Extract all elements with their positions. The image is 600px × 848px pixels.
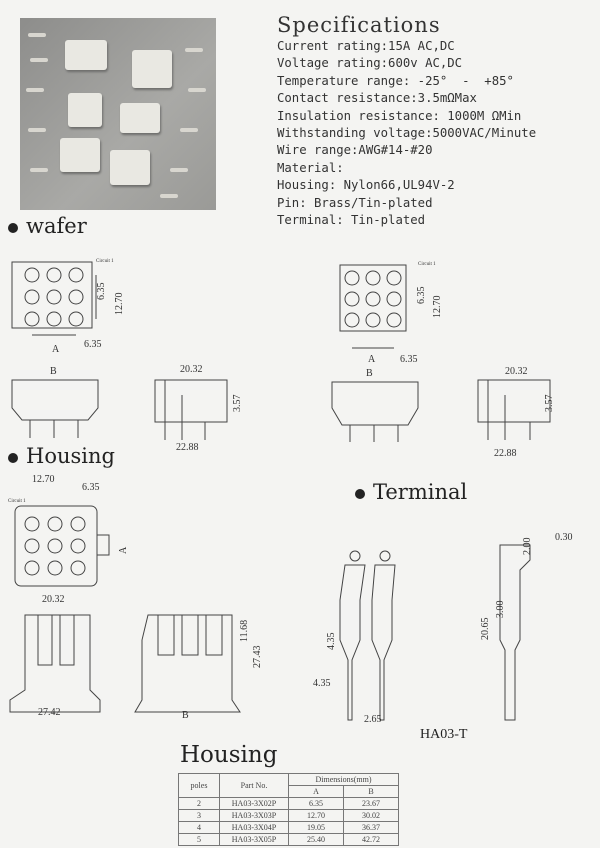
col-header: Part No. — [219, 773, 289, 798]
cell: 23.67 — [343, 797, 399, 810]
cell: 2 — [178, 797, 220, 810]
bullet-icon — [8, 452, 18, 463]
dim-label: B — [366, 368, 373, 379]
dim-label: 27.42 — [38, 707, 61, 718]
terminal-heading-text: Terminal — [373, 480, 468, 504]
dim-label: A — [52, 344, 60, 355]
cell: HA03-3X02P — [219, 797, 289, 810]
specifications: Specifications Current rating:15A AC,DC … — [277, 12, 536, 229]
wafer-heading-text: wafer — [26, 214, 87, 238]
spec-line: Pin: Brass/Tin-plated — [277, 195, 433, 210]
dim-label: 12.70 — [114, 293, 125, 316]
spec-line: Contact resistance:3.5mΩMax — [277, 91, 477, 106]
wafer-front-view-left: B — [11, 366, 99, 438]
terminal-front-view: 4.35 4.35 2.65 — [313, 550, 396, 725]
dim-label: B — [50, 366, 57, 377]
wafer-heading: wafer — [8, 214, 87, 238]
dim-label: A — [118, 546, 129, 554]
dim-label: B — [182, 710, 189, 721]
col-header: B — [343, 785, 399, 798]
wafer-side-view-right: 20.32 3.57 22.88 — [477, 366, 555, 459]
housing-heading: Housing — [8, 444, 115, 468]
housing-side-view: 27.42 — [9, 614, 101, 718]
bullet-icon — [355, 488, 365, 499]
dim-label: 2.00 — [522, 538, 533, 556]
dim-label: 3.57 — [544, 395, 555, 413]
housing-table-title: Housing — [180, 742, 278, 768]
dim-label: 20.32 — [42, 594, 65, 605]
dim-label: 4.35 — [313, 678, 331, 689]
cell: HA03-3X05P — [219, 833, 289, 846]
spec-line: Voltage rating:600v AC,DC — [277, 56, 463, 71]
dim-label: 12.70 — [32, 474, 55, 485]
dim-label: 6.35 — [82, 482, 100, 493]
cell: 36.37 — [343, 821, 399, 834]
dim-label: 20.32 — [505, 366, 528, 377]
product-photo — [20, 18, 216, 210]
housing-top-view: 12.70 6.35 Circuit 1 A 20.32 — [8, 474, 129, 605]
cell: 30.02 — [343, 809, 399, 822]
cell: 3 — [178, 809, 220, 822]
dim-label: 4.35 — [326, 633, 337, 651]
terminal-side-view: 2.00 0.30 20.65 3.00 — [480, 532, 573, 721]
col-header: A — [288, 785, 344, 798]
dim-label: 27.43 — [252, 646, 263, 669]
dim-label: 22.88 — [494, 448, 517, 459]
dim-label: 22.88 — [176, 442, 199, 453]
dim-label: A — [368, 354, 376, 365]
cell: 4 — [178, 821, 220, 834]
cell: 12.70 — [288, 809, 344, 822]
col-header: Dimensions(mm) — [288, 773, 399, 786]
dim-label: 6.35 — [84, 339, 102, 350]
cell: 5 — [178, 833, 220, 846]
spec-line: Terminal: Tin-plated — [277, 213, 426, 228]
dim-label: 3.57 — [232, 395, 243, 413]
cell: 6.35 — [288, 797, 344, 810]
dim-label: 6.35 — [96, 283, 107, 301]
dim-label: 0.30 — [555, 532, 573, 543]
terminal-model: HA03-T — [420, 727, 468, 742]
specs-title: Specifications — [277, 13, 441, 37]
cell: 42.72 — [343, 833, 399, 846]
wafer-top-view-right: Circuit 1 6.35 12.70 A 6.35 — [339, 262, 443, 365]
wafer-top-view-left: Circuit 1 6.35 12.70 A 6.35 — [11, 259, 125, 355]
dim-label: 2.65 — [364, 714, 382, 725]
spec-line: Wire range:AWG#14-#20 — [277, 143, 433, 158]
col-header: poles — [178, 773, 220, 798]
circuit-label: Circuit 1 — [96, 259, 114, 264]
cell: HA03-3X04P — [219, 821, 289, 834]
cell: 25.40 — [288, 833, 344, 846]
housing-heading-text: Housing — [26, 444, 115, 468]
spec-line: Withstanding voltage:5000VAC/Minute — [277, 126, 537, 141]
dim-label: 20.65 — [480, 618, 491, 641]
circuit-label: Circuit 1 — [418, 262, 436, 267]
wafer-front-view-right: B — [331, 368, 419, 442]
spec-line: Temperature range: -25° - +85° — [277, 73, 514, 88]
wafer-side-view-left: 20.32 3.57 22.88 — [154, 364, 243, 453]
housing-front-view: B 11.68 27.43 — [134, 614, 263, 721]
dim-label: 3.00 — [495, 601, 506, 619]
dim-label: 6.35 — [416, 287, 427, 305]
bullet-icon — [8, 222, 18, 233]
dim-label: 6.35 — [400, 354, 418, 365]
dim-label: 12.70 — [432, 296, 443, 319]
dim-label: 20.32 — [180, 364, 203, 375]
cell: 19.05 — [288, 821, 344, 834]
terminal-heading: Terminal — [355, 480, 467, 504]
spec-line: Material: — [277, 160, 344, 175]
spec-line: Insulation resistance: 1000M ΩMin — [277, 108, 522, 123]
spec-line: Current rating:15A AC,DC — [277, 39, 455, 53]
dim-label: 11.68 — [239, 620, 250, 642]
cell: HA03-3X03P — [219, 809, 289, 822]
spec-line: Housing: Nylon66,UL94V-2 — [277, 178, 455, 193]
circuit-label: Circuit 1 — [8, 499, 26, 504]
